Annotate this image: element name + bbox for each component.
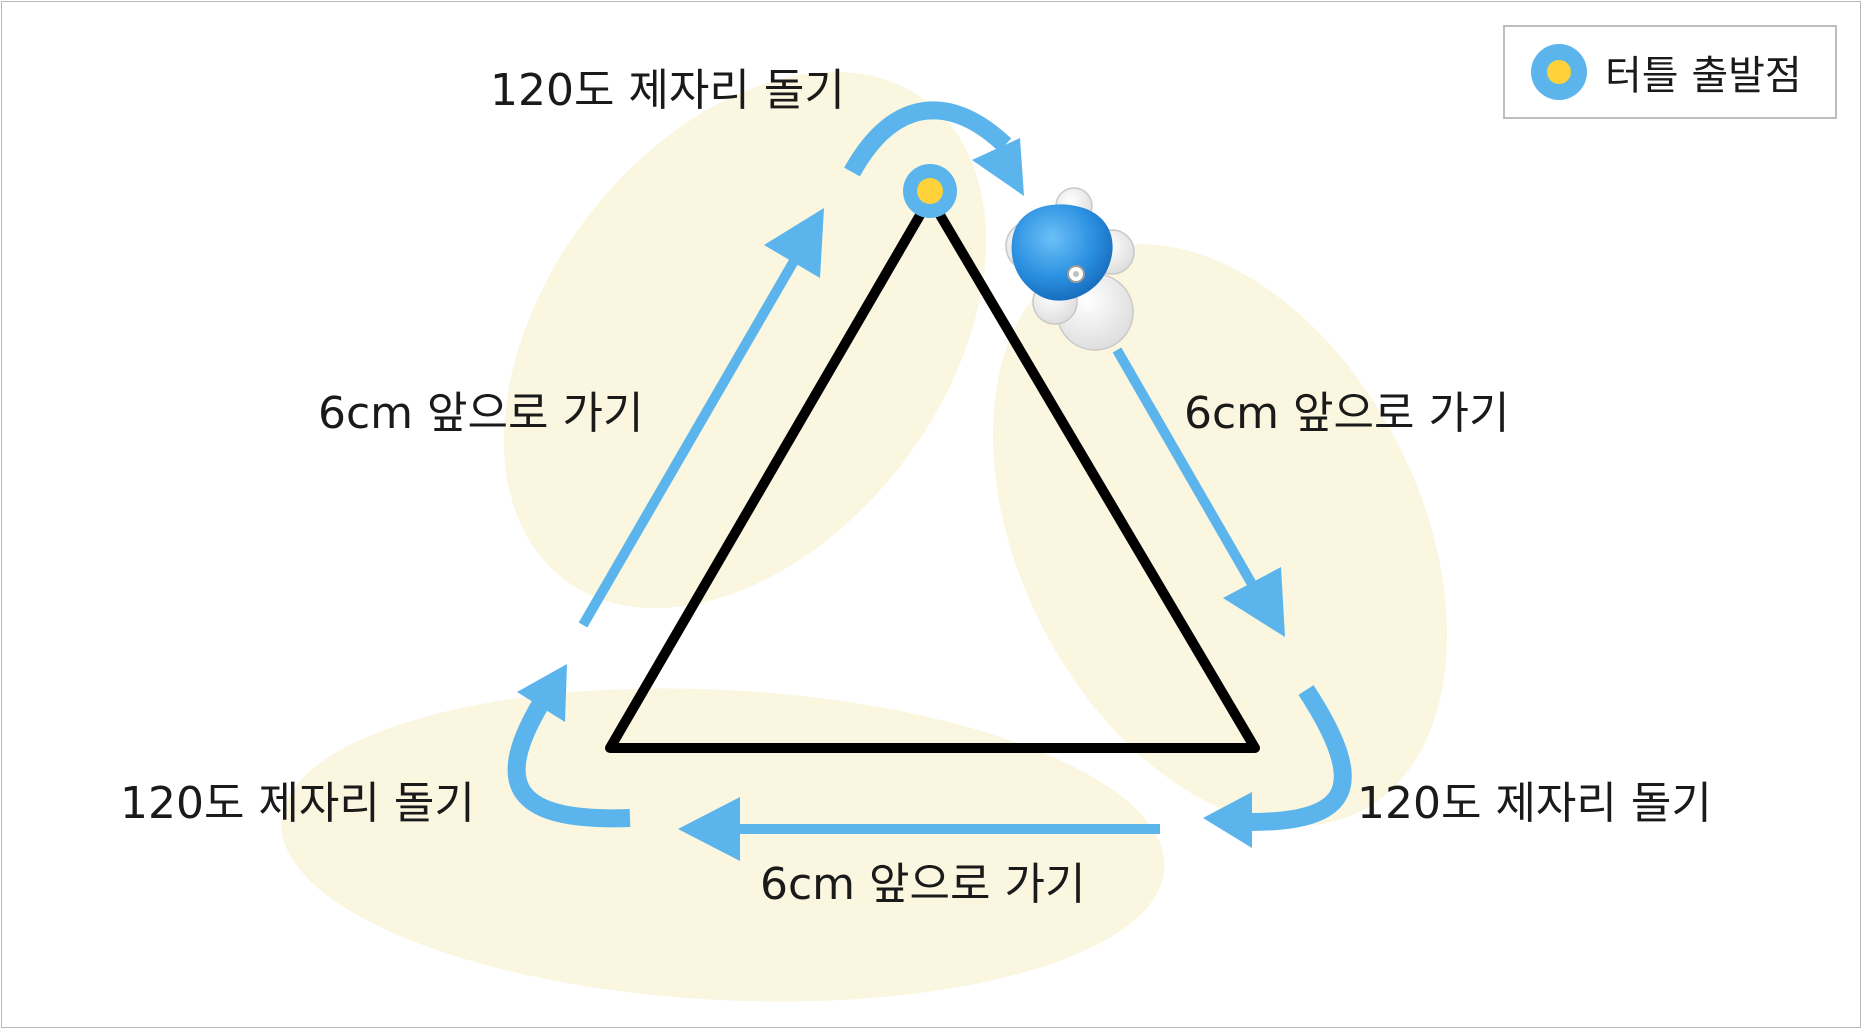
right-forward-arrow-head <box>1223 567 1285 637</box>
step-label-right-forward: 6cm 앞으로 가기 <box>1184 388 1509 439</box>
legend-label: 터틀 출발점 <box>1605 53 1802 99</box>
bottom-right-turn-arrow-head <box>1203 792 1252 848</box>
turtle-icon <box>1005 187 1135 351</box>
top-turn-arrow-head <box>972 138 1024 196</box>
left-forward-arrow-shaft <box>578 251 803 628</box>
bottom-left-turn-arrow-head <box>517 664 567 722</box>
left-forward-arrow-head <box>764 208 824 278</box>
start-point-legend-icon <box>1531 44 1587 100</box>
right-forward-arrow-shaft <box>1112 347 1265 601</box>
step-label-left-forward: 6cm 앞으로 가기 <box>318 388 643 439</box>
step-label-bottom-left-turn: 120도 제자리 돌기 <box>120 778 475 829</box>
bottom-left-turn-arrow-shaft <box>507 700 631 828</box>
step-label-bottom-right-turn: 120도 제자리 돌기 <box>1357 778 1712 829</box>
triangle-shape <box>605 193 1260 753</box>
bottom-forward-arrow-head <box>678 797 740 861</box>
top-turn-arrow-shaft <box>844 101 1012 177</box>
start-point-center <box>917 178 943 204</box>
step-label-bottom-forward: 6cm 앞으로 가기 <box>760 859 1085 910</box>
legend-box: 터틀 출발점 <box>1503 25 1837 119</box>
step-label-top-turn: 120도 제자리 돌기 <box>490 65 845 116</box>
bottom-right-turn-arrow-shaft <box>1249 685 1352 831</box>
